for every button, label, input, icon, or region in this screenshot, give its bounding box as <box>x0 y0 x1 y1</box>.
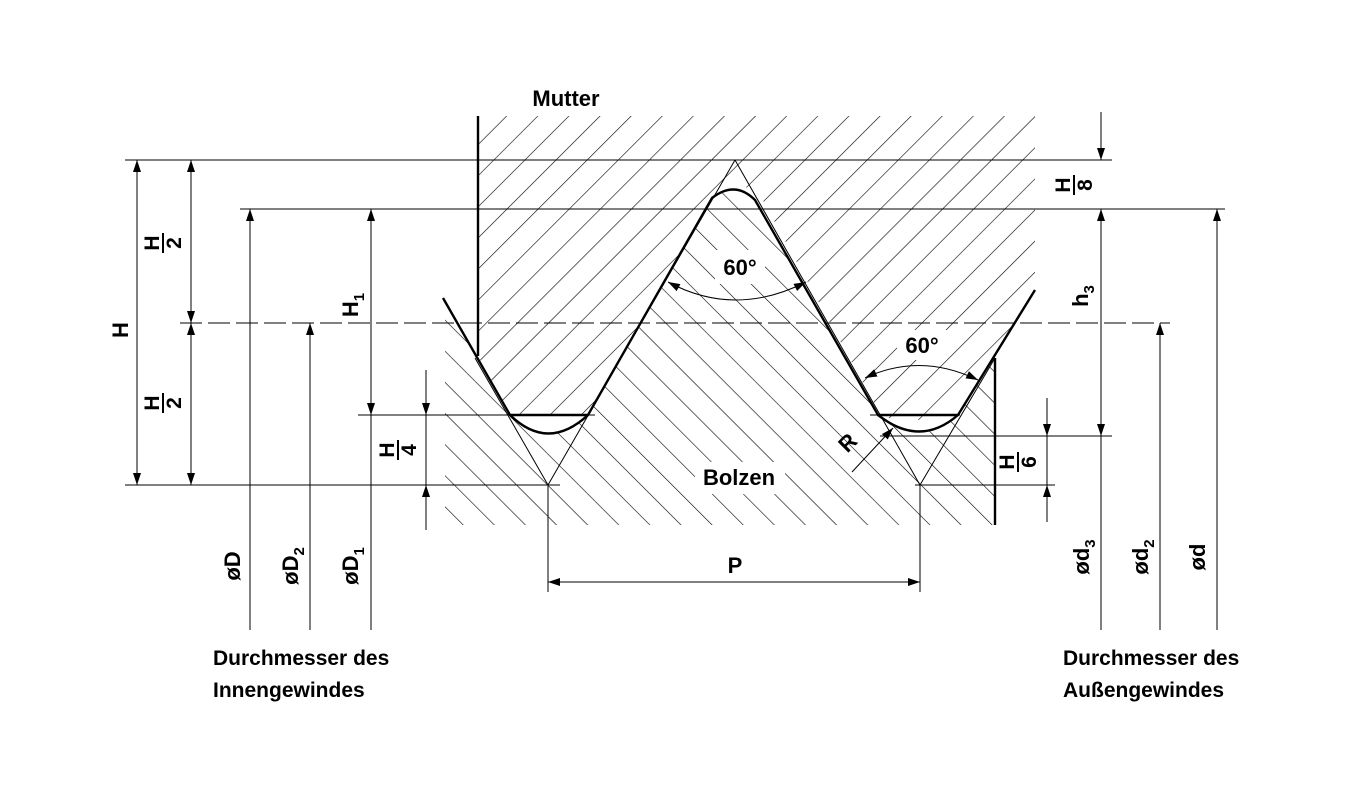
external-diameters: ød3 ød2 ød <box>1069 209 1221 630</box>
label-h3-main: h <box>1068 293 1093 306</box>
dimension-pitch: P <box>547 485 921 592</box>
label-half-num-lower: H <box>141 395 164 410</box>
svg-text:H1: H1 <box>338 293 368 317</box>
caption-external-thread: Durchmesser des Außengewindes <box>1063 643 1239 707</box>
label-half-den-lower: 2 <box>163 397 186 409</box>
label-quarter-den: 4 <box>398 444 421 456</box>
angle-lower-bg <box>897 330 947 360</box>
label-h3-sub: 3 <box>1081 285 1098 293</box>
angle-lower: 60° <box>864 333 979 381</box>
angle-upper-bg <box>715 250 765 284</box>
dimension-quarter-height: H 4 <box>376 370 430 530</box>
label-quarter-num: H <box>376 442 399 457</box>
label-dia-D2-sub: 2 <box>291 547 308 555</box>
dimension-sixth-height: H 6 <box>996 398 1051 522</box>
label-dia-D1-sub: 1 <box>351 547 368 555</box>
label-dia-d: ød <box>1185 544 1210 571</box>
svg-text:ød3: ød3 <box>1069 539 1099 574</box>
label-eighth-num: H <box>1052 177 1075 192</box>
dimension-eighth-and-h3: H 8 h3 <box>1052 112 1105 436</box>
label-sixth-den: 6 <box>1018 456 1041 468</box>
angle-upper: 60° <box>667 255 807 301</box>
label-eighth-den: 8 <box>1074 179 1097 191</box>
caption-external-line2: Außengewindes <box>1063 679 1225 702</box>
label-half-den-upper: 2 <box>163 237 186 249</box>
label-angle-lower: 60° <box>905 333 938 358</box>
dimension-H1: H1 <box>338 209 375 415</box>
label-H1-main: H <box>338 301 363 317</box>
label-dia-d3-sub: 3 <box>1082 539 1099 547</box>
svg-text:h3: h3 <box>1068 285 1098 307</box>
label-H: H <box>108 322 133 338</box>
label-dia-D1-main: øD <box>338 556 363 585</box>
svg-text:ød2: ød2 <box>1128 539 1158 574</box>
label-dia-d2-main: ød <box>1128 548 1153 575</box>
caption-internal-line1: Durchmesser des <box>213 647 390 670</box>
label-dia-d3-main: ød <box>1069 548 1094 575</box>
label-pitch: P <box>728 553 743 578</box>
svg-text:øD1: øD1 <box>338 547 368 585</box>
label-dia-D: øD <box>220 551 245 580</box>
label-half-num-upper: H <box>141 235 164 250</box>
reference-lines <box>125 159 1225 486</box>
internal-diameters: øD øD2 øD1 <box>220 209 372 630</box>
label-nut: Mutter <box>532 86 600 111</box>
label-bolt: Bolzen <box>703 465 775 490</box>
dimension-half-height: H 2 H 2 <box>141 160 195 485</box>
label-dia-d2-sub: 2 <box>1141 539 1158 547</box>
label-angle-upper: 60° <box>723 255 756 280</box>
bolt-label-bg <box>695 462 785 494</box>
svg-text:øD2: øD2 <box>278 547 308 585</box>
caption-internal-thread: Durchmesser des Innengewindes <box>213 643 389 707</box>
label-H1-sub: 1 <box>351 293 368 301</box>
label-dia-D2-main: øD <box>278 556 303 585</box>
label-sixth-num: H <box>996 454 1019 469</box>
caption-internal-line2: Innengewindes <box>213 679 365 702</box>
caption-external-line1: Durchmesser des <box>1063 647 1240 670</box>
dimension-H: H <box>108 160 141 485</box>
